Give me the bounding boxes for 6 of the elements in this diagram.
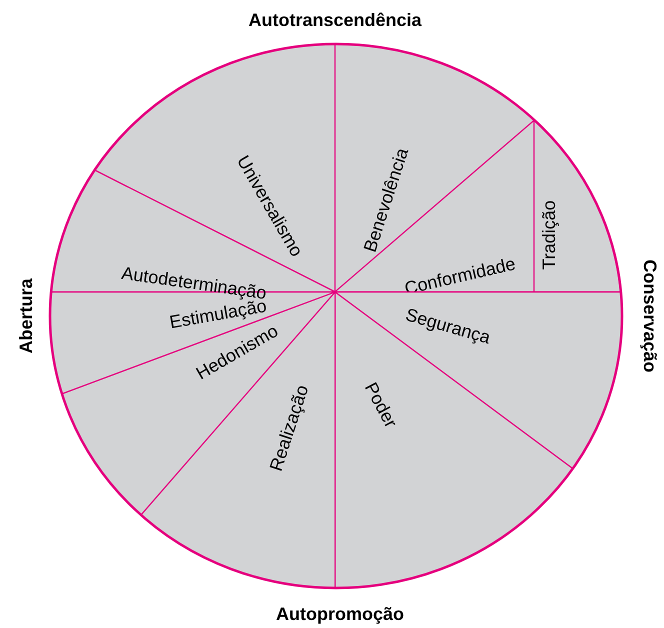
sector-label: Poder xyxy=(362,380,400,430)
axis-label: Conservação xyxy=(641,259,659,373)
sector-label: Tradição xyxy=(540,200,558,270)
axis-label: Autotranscendência xyxy=(248,11,422,29)
axis-label: Abertura xyxy=(17,278,35,354)
axis-label: Autopromoção xyxy=(276,605,404,623)
